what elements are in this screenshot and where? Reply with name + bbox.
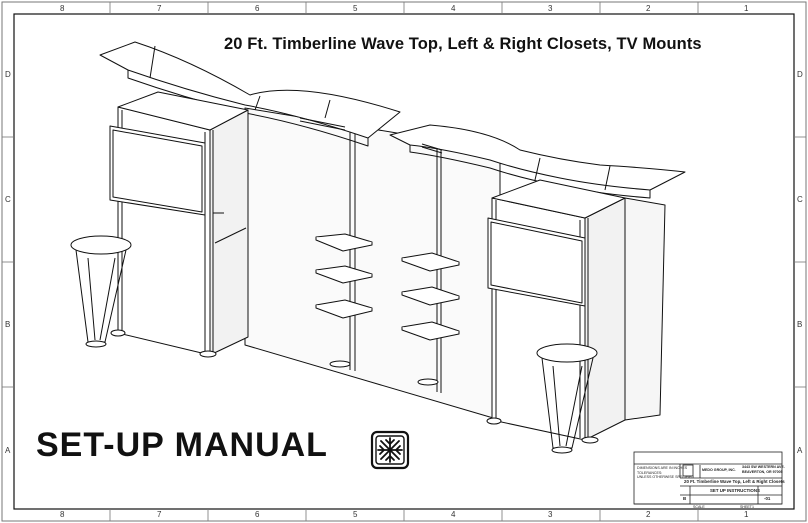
zone-col-label: 5 [353,4,358,13]
wave-top-right [389,124,686,191]
title-block-scale-label: SCALE [693,505,705,509]
zone-row-label: A [5,446,11,455]
left-table-top [70,235,132,255]
zone-row-label: C [5,195,11,204]
zone-row-label: B [5,320,11,329]
zone-col-label: 7 [157,4,162,13]
setup-manual-label: SET-UP MANUAL [36,426,328,464]
back-wall [244,107,501,421]
wave-top-left [99,41,401,139]
title-block-note: UNLESS OTHERWISE SPECIFIED [637,475,695,479]
zone-col-label: 8 [60,510,65,519]
zone-col-label: 4 [451,4,456,13]
shelves-left [315,233,373,368]
title-block-company: MEDO GROUP, INC. [702,468,736,472]
title-block-note: DIMENSIONS ARE IN INCHES [637,466,688,470]
snowflake-grid-icon [370,430,410,470]
zone-col-label: 1 [744,4,749,13]
zone-row-label: D [797,70,803,79]
zone-col-label: 2 [646,510,651,519]
zone-row-label: C [797,195,803,204]
zone-col-label: 7 [157,510,162,519]
zone-col-label: 4 [451,510,456,519]
zone-row-label: A [797,446,803,455]
zone-row-label: B [797,320,803,329]
zone-col-label: 3 [548,510,553,519]
title-block-rev: -01 [764,496,771,501]
zone-col-label: 6 [255,4,260,13]
title-block-sheet-label: SHEET [740,505,752,509]
zone-col-label: 1 [744,510,749,519]
title-block-subtitle: SET UP INSTRUCTIONS [710,488,760,493]
zone-col-label: 8 [60,4,65,13]
right-table-top [536,343,598,363]
title-block-size: B [683,496,687,501]
title-block-frame [633,451,783,505]
shelves-right [401,252,460,386]
zone-col-label: 3 [548,4,553,13]
right-monitor [487,217,586,307]
title-block-address-2: BEAVERTON, OR 97005 [742,470,783,474]
left-monitor [109,125,206,216]
title-block-note: TOLERANCES: [637,471,663,475]
zone-col-label: 6 [255,510,260,519]
zone-col-label: 5 [353,510,358,519]
drawing-title: 20 Ft. Timberline Wave Top, Left & Right… [224,35,702,53]
zone-col-label: 2 [646,4,651,13]
title-block-drawing-title: 20 Ft. Timberline Wave Top, Left & Right… [684,479,785,484]
booth-illustration [70,41,686,454]
zone-row-label: D [5,70,11,79]
title-block-address-1: 3443 SW WESTERN AVE. [742,465,785,469]
title-block-sheet-value: 1 [752,505,754,509]
